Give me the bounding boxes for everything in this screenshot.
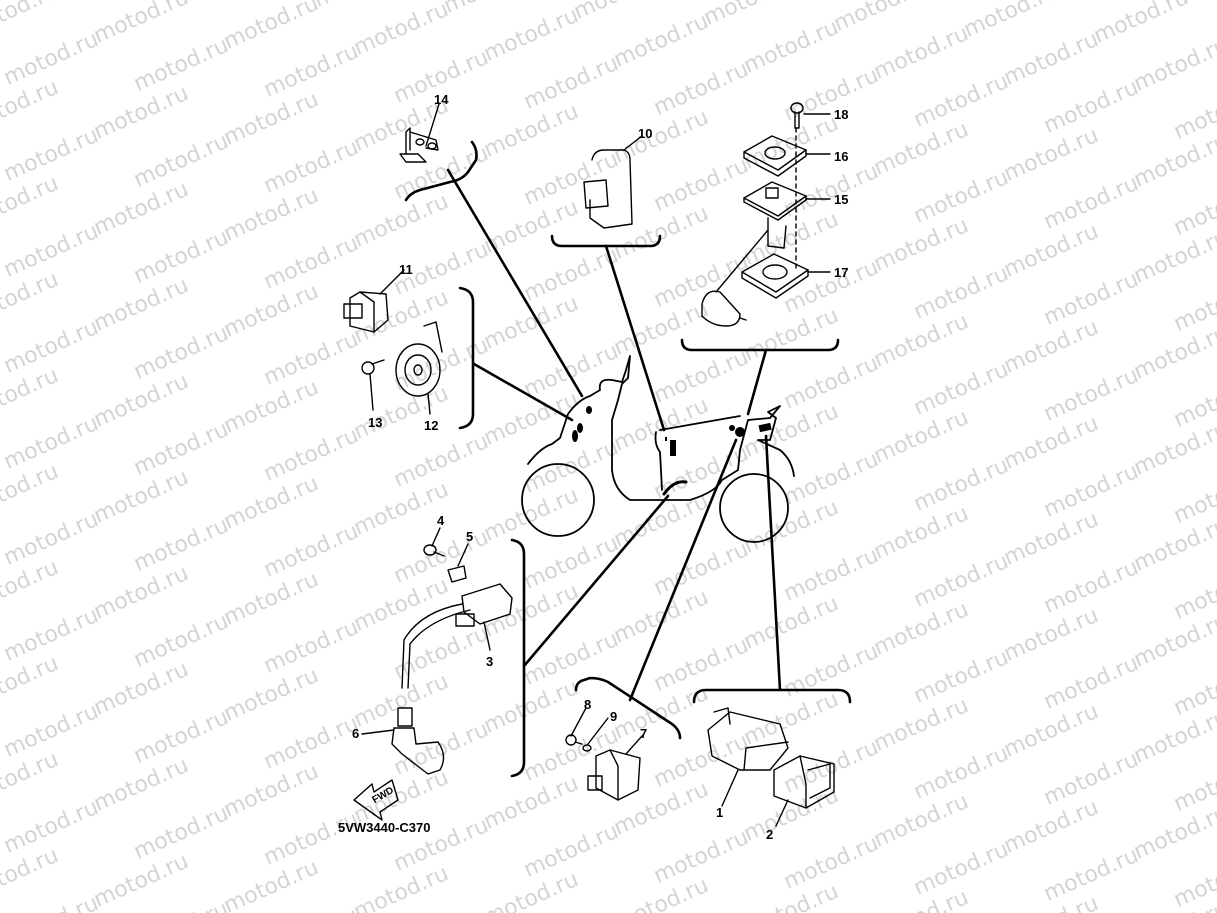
part-2-cover [773, 755, 835, 827]
callout-number: 16 [834, 149, 849, 164]
part-8-bolt [565, 707, 587, 746]
part-5-clip [447, 543, 469, 583]
bracket-cdi [692, 688, 852, 704]
callout-number: 10 [638, 126, 653, 141]
part-4-bolt [423, 527, 445, 557]
part-12-horn [395, 321, 443, 415]
part-3-ignition-coil [401, 583, 513, 689]
leader-lines [446, 168, 782, 702]
part-16-plate [743, 135, 831, 177]
part-17-gasket [741, 127, 831, 299]
callout-number: 13 [368, 415, 383, 430]
callout-number: 9 [610, 709, 618, 724]
callout-number: 17 [834, 265, 849, 280]
part-15-gauge [701, 181, 831, 327]
part-11-flasher-relay [343, 269, 405, 333]
part-9-washer [582, 717, 609, 752]
callout-number: 3 [486, 654, 494, 669]
scooter-outline [521, 355, 795, 543]
bracket-14 [404, 140, 478, 202]
callout-number: 14 [434, 92, 449, 107]
drawing-code: 5VW3440-C370 [338, 820, 431, 835]
part-13-bolt [361, 359, 385, 411]
callout-number: 6 [352, 726, 360, 741]
callout-number: 12 [424, 418, 439, 433]
fwd-arrow [353, 779, 399, 821]
callout-number: 4 [437, 513, 445, 528]
callout-number: 7 [640, 726, 648, 741]
callout-number: 1 [716, 805, 724, 820]
bracket-10 [550, 234, 662, 248]
callout-number: 2 [766, 827, 774, 842]
part-10-relay [583, 135, 643, 229]
bracket-ignition [510, 538, 526, 778]
part-18-bolt [790, 102, 831, 129]
scooter-part-markers [572, 406, 772, 496]
callout-number: 18 [834, 107, 849, 122]
part-6-spark-plug-cap [361, 707, 445, 775]
callout-number: 11 [399, 262, 413, 277]
part-1-cdi-unit [707, 707, 789, 807]
part-14-bracket [399, 103, 440, 163]
callout-number: 8 [584, 697, 592, 712]
bracket-fuel-gauge [680, 338, 840, 352]
bracket-horn [458, 286, 475, 430]
callout-number: 5 [466, 529, 474, 544]
part-7-relay [587, 735, 643, 801]
callout-number: 15 [834, 192, 849, 207]
bracket-relay [574, 676, 682, 740]
